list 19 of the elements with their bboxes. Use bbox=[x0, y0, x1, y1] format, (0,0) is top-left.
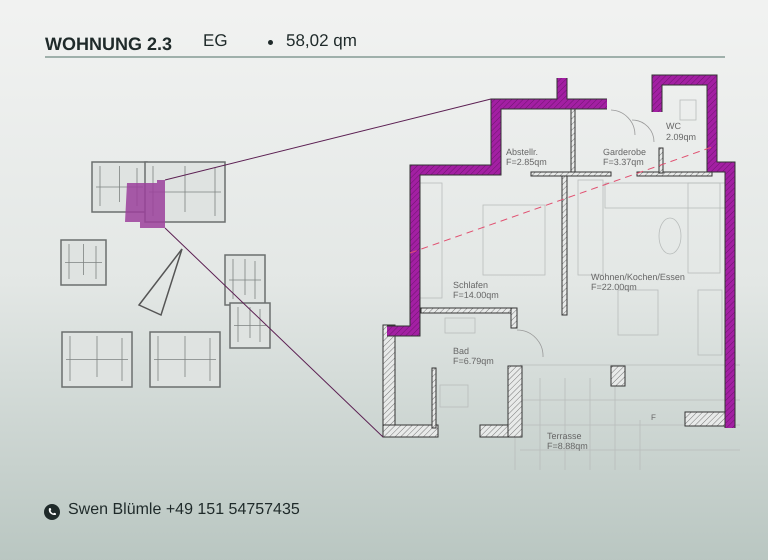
area-value: 58,02 qm bbox=[286, 32, 357, 49]
floor-level: EG bbox=[203, 32, 228, 49]
room-label: F=14.00qm bbox=[453, 291, 499, 300]
room-label: Bad bbox=[453, 347, 470, 356]
room-label: Schlafen bbox=[453, 281, 488, 290]
title: WOHNUNG 2.3 bbox=[45, 33, 172, 56]
room-label: F=8.88qm bbox=[547, 442, 588, 451]
room-label: F=3.37qm bbox=[603, 158, 644, 167]
room-label: Garderobe bbox=[603, 148, 646, 157]
room-label: F=2.85qm bbox=[506, 158, 547, 167]
room-label: WC bbox=[666, 122, 681, 131]
room-label: Abstellr. bbox=[506, 148, 538, 157]
room-label: F=6.79qm bbox=[453, 357, 494, 366]
contact-text: Swen Blümle +49 151 54757435 bbox=[68, 502, 300, 518]
room-label: 2.09qm bbox=[666, 133, 696, 142]
room-label: Wohnen/Kochen/Essen bbox=[591, 273, 685, 282]
room-label: Terrasse bbox=[547, 432, 582, 441]
room-label: F bbox=[651, 414, 656, 422]
room-label: F=22.00qm bbox=[591, 283, 637, 292]
